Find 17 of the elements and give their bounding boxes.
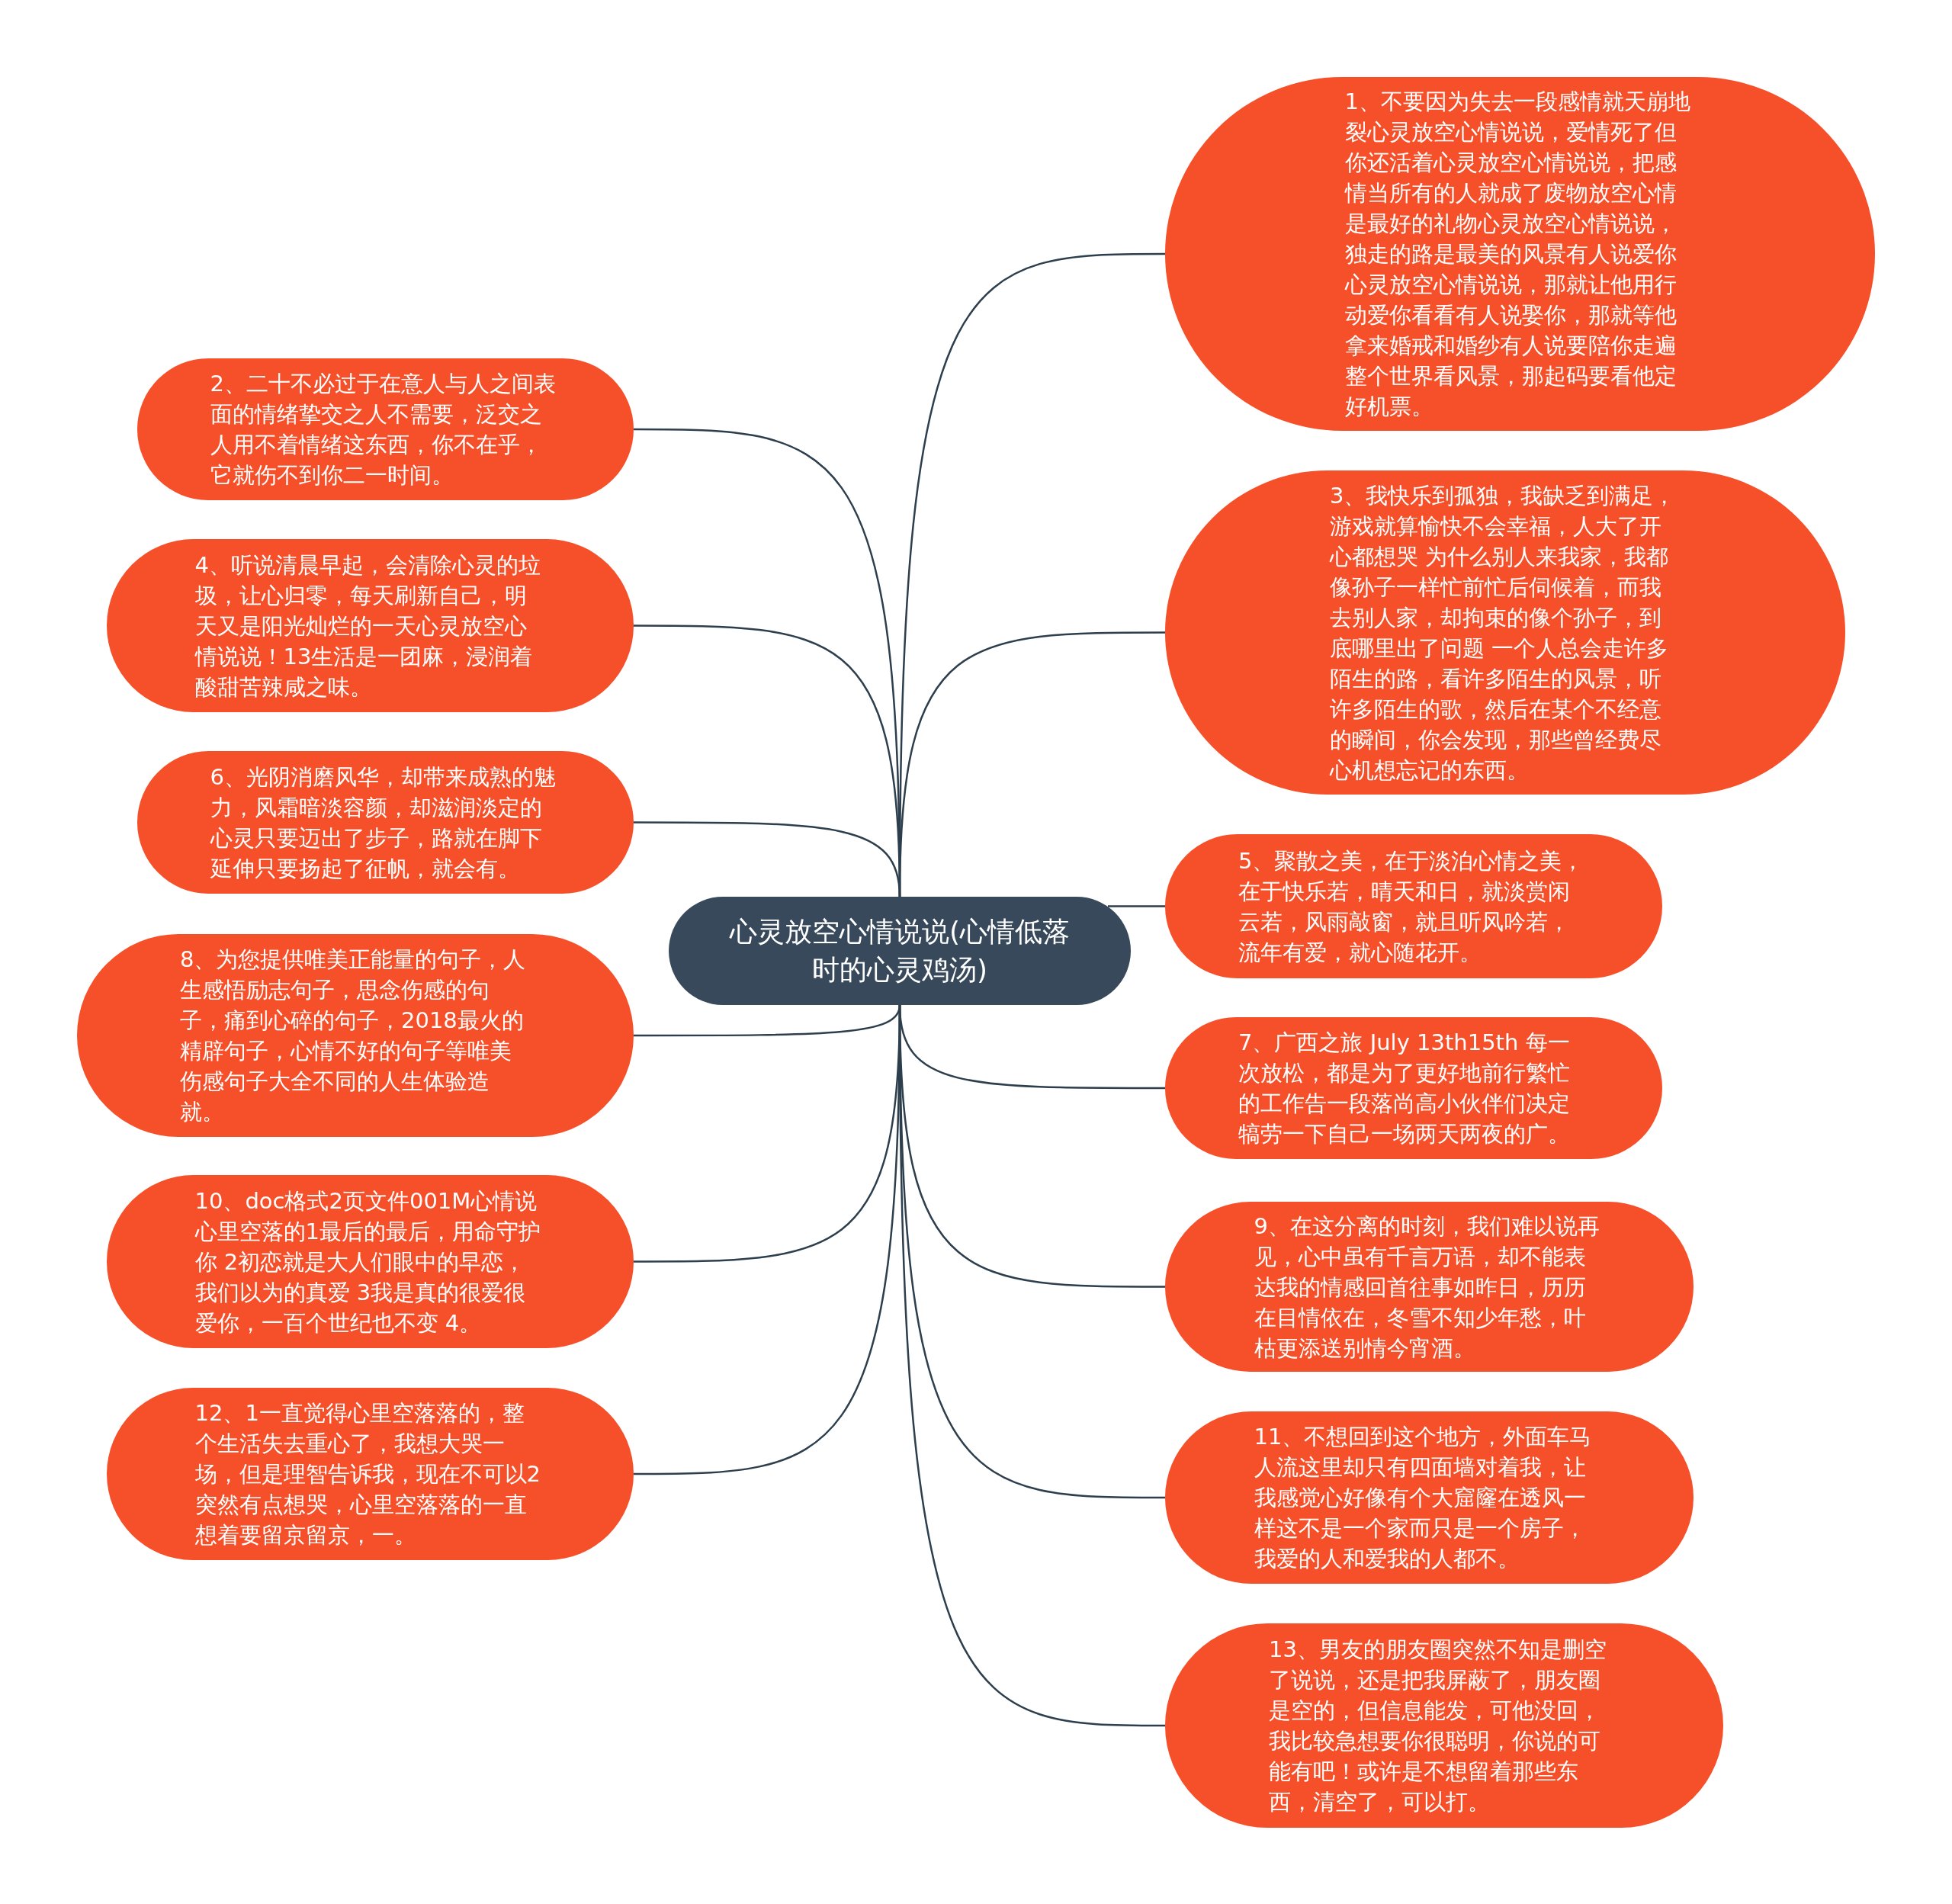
topic-text: 12、1一直觉得心里空落落的，整个生活失去重心了，我想大哭一场，但是理智告诉我，现在不可以2突然有点想哭，心里空落落的一直想着要留京留京，一。 [194,1399,541,1549]
topic-text: 5、聚散之美，在于淡泊心情之美，在于快乐若，晴天和日，就淡赏闲云若，风雨敲窗，就且听风吟若，流年有爱，就心随花开。 [1238,846,1585,967]
topic-text: 8、为您提供唯美正能量的句子，人生感悟励志句子，思念伤感的句子，痛到心碎的句子，2018最火的精辟句子，心情不好的句子等唯美伤感句子大全不同的人生体验造就。 [180,946,527,1126]
topic-text: 3、我快乐到孤独，我缺乏到满足，游戏就算愉快不会幸福，人大了开心都想哭 为什么别人来我家，我都像孙子一样忙前忙后伺候着，而我去别人家，却拘束的像个孙子，到底哪里出了问题 一个人总会走许多陌生的路，看许多陌生的风景，听许多陌生的歌，然后在某个不经意的瞬间，你会发现，那些曾经费尽心机想忘记的东西。 [1330,481,1677,785]
topic-text: 1、不要因为失去一段感情就天崩地裂心灵放空心情说说，爱情死了但你还活着心灵放空心情说说，把感情当所有的人就成了废物放空心情是最好的礼物心灵放空心情说说，独走的路是最美的风景有人说爱你心灵放空心情说说，那就让他用行动爱你看看有人说娶你，那就等他拿来婚戒和婚纱有人说要陪你走遍整个世界看风景，那起码要看他定好机票。 [1344,88,1691,421]
topic-text: 6、光阴消磨风华，却带来成熟的魅力，风霜暗淡容颜，却滋润淡定的心灵只要迈出了步子，路就在脚下延伸只要扬起了征帆，就会有。 [210,763,557,883]
topic-text: 心灵放空心情说说(心情低落时的心灵鸡汤) [728,915,1071,987]
topic-text: 7、广西之旅 July 13th15th 每一次放松，都是为了更好地前行繁忙的工作告一段落尚高小伙伴们决定犒劳一下自己一场两天两夜的广。 [1238,1029,1571,1148]
connector-line [898,1005,1165,1727]
topic-text: 10、doc格式2页文件001M心情说心里空落的1最后的最后，用命守护你 2初恋就是大人们眼中的早恋，我们以为的真爱 3我是真的很爱很爱你，一百个世纪也不变 4。 [194,1186,541,1337]
topic-text: 9、在这分离的时刻，我们难以说再见，心中虽有千言万语，却不能表达我的情感回首往事如昨日，历历在目情依在，冬雪不知少年愁，叶枯更添送别情今宵酒。 [1254,1212,1600,1363]
connector-line [634,821,901,897]
topic-text: 11、不想回到这个地方，外面车马人流这里却只有四面墙对着我，让我感觉心好像有个大窟窿在透风一样这不是一个家而只是一个房子，我爱的人和爱我的人都不。 [1254,1423,1593,1573]
topic-text: 13、男友的朋友圈突然不知是删空了说说，还是把我屏蔽了，朋友圈是空的，但信息能发，可他没回，我比较急想要你很聪明，你说的可能有吧！或许是不想留着那些东西，清空了，可以打。 [1269,1636,1607,1816]
topic-text: 4、听说清晨早起，会清除心灵的垃圾，让心归零，每天刷新自己，明天又是阳光灿烂的一天心灵放空心情说说！13生活是一团麻，浸润着酸甜苦辣咸之味。 [194,551,541,702]
connector-line [1108,905,1165,907]
topic-text: 2、二十不必过于在意人与人之间表面的情绪挚交之人不需要，泛交之人用不着情绪这东西，你不在乎，它就伤不到你二一时间。 [210,370,557,490]
